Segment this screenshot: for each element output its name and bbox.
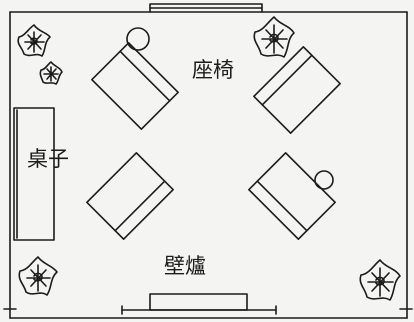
table-outline	[13, 107, 55, 241]
armchair-bottom-right	[248, 152, 336, 240]
side-table-round-right	[314, 170, 334, 190]
plant-top-left	[17, 24, 51, 57]
top-door	[149, 3, 263, 13]
armchair-top-left	[91, 42, 179, 130]
plant-bottom-right	[359, 259, 401, 301]
plant-top-left-small	[39, 61, 63, 85]
armchair-top-right	[253, 46, 341, 134]
armchair-bottom-left	[86, 152, 174, 240]
table-label: 桌子	[27, 147, 69, 171]
room-walls	[3, 11, 413, 319]
plant-bottom-left	[18, 256, 58, 296]
fireplace-box	[149, 293, 248, 311]
side-table-round-top	[126, 27, 150, 51]
seats-label: 座椅	[192, 58, 234, 82]
plant-top-right	[253, 16, 295, 58]
fireplace	[121, 293, 277, 315]
table	[13, 107, 55, 241]
fireplace-label: 壁爐	[164, 254, 206, 278]
